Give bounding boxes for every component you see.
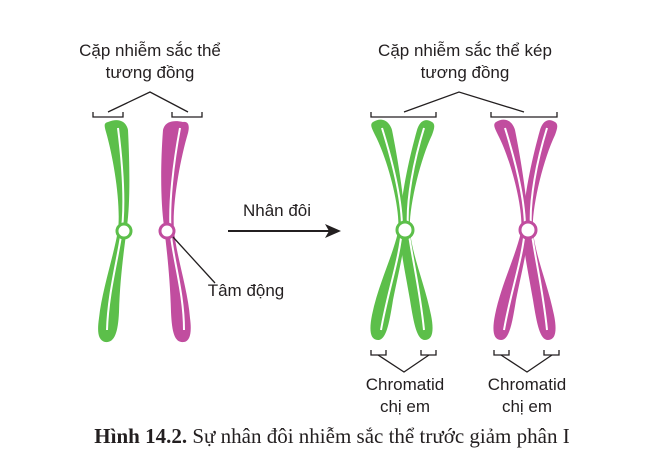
double-pair-bracket [370,91,558,118]
duplication-arrow [228,224,341,238]
centromere-label: Tâm động [207,281,285,300]
chromatid-left-label: Chromatid chị em [353,374,457,418]
homologous-pair-bracket [92,91,203,118]
chromatid-right-line2: chị em [501,397,553,416]
green-chromosome [98,120,133,343]
chromatid-left-line1: Chromatid [365,375,445,394]
magenta-chromosome [158,121,191,343]
centromere-pointer [172,236,216,284]
figure-caption: Hình 14.2. Sự nhân đôi nhiễm sắc thể trư… [0,424,664,449]
figure-caption-text: Sự nhân đôi nhiễm sắc thể trước giảm phâ… [187,424,570,448]
centromere-magenta-duplicated [518,220,538,240]
chromatid-left-line2: chị em [379,397,431,416]
chromatid-right-line1: Chromatid [487,375,567,394]
green-duplicated-chromosome [370,119,435,340]
double-pair-label-line2: tương đồng [420,63,510,82]
duplication-label: Nhân đôi [242,201,312,220]
figure-number: Hình 14.2. [94,424,188,448]
homologous-pair-label: Cặp nhiễm sắc thể tương đồng [60,40,240,84]
sister-chromatid-bracket-right [493,350,560,373]
magenta-duplicated-chromosome [493,119,558,340]
homologous-pair-label-line2: tương đồng [105,63,195,82]
centromere-magenta [158,222,176,240]
centromere-green [115,222,133,240]
double-pair-label-line1: Cặp nhiễm sắc thể kép [378,41,552,60]
centromere-green-duplicated [395,220,415,240]
chromatid-right-label: Chromatid chị em [475,374,579,418]
homologous-pair-label-line1: Cặp nhiễm sắc thể [79,41,221,60]
double-pair-label: Cặp nhiễm sắc thể kép tương đồng [360,40,570,84]
sister-chromatid-bracket-left [370,350,437,373]
